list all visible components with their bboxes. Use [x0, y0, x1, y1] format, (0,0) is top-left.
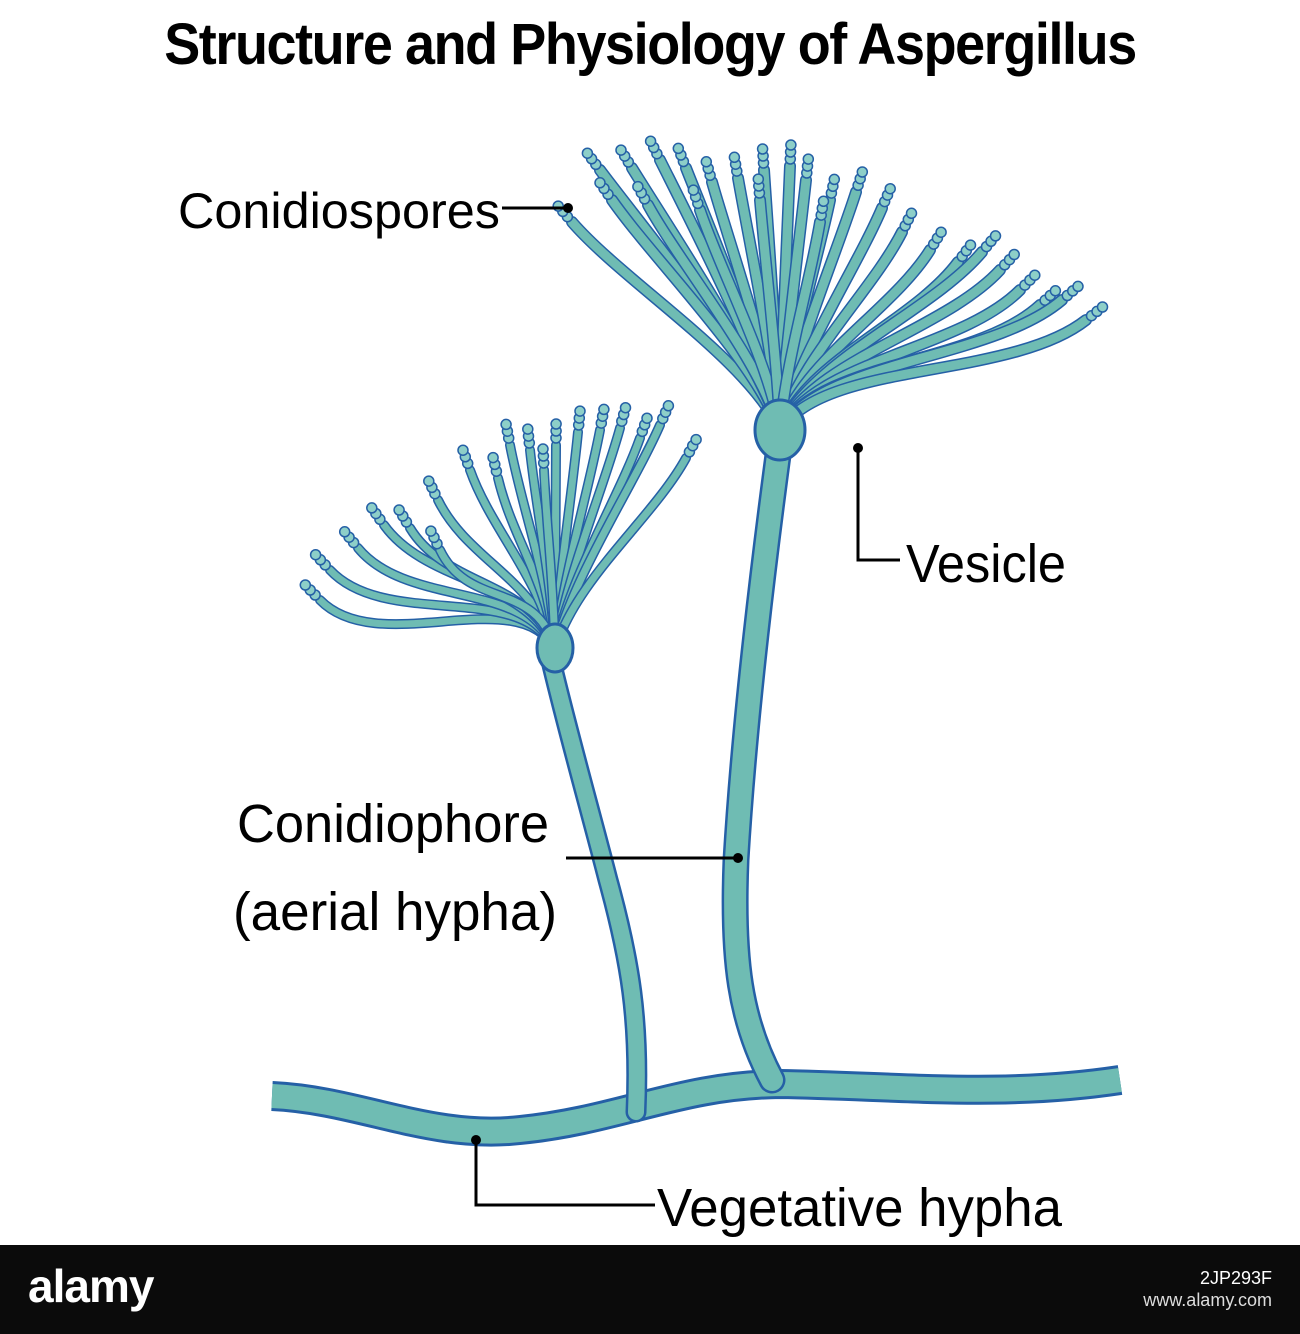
- conidiospore: [817, 195, 830, 208]
- conidiospore: [425, 525, 437, 537]
- vesicle-leader: [856, 448, 900, 562]
- conidiospore: [457, 444, 469, 456]
- vegetative-hypha-leader: [474, 1140, 655, 1207]
- label-aerial-hypha: (aerial hypha): [233, 882, 557, 942]
- conidiospore: [641, 412, 653, 424]
- conidiospore: [687, 184, 700, 196]
- conidiospore: [423, 475, 435, 487]
- conidiospore: [752, 173, 765, 185]
- conidiospore: [615, 144, 627, 156]
- conidiospore: [935, 226, 947, 238]
- label-conidiophore: Conidiophore: [237, 794, 549, 854]
- image-id-block: 2JP293F www.alamy.com: [1143, 1267, 1272, 1311]
- leader-lines: [474, 206, 900, 1207]
- conidiospores-dot: [563, 203, 573, 213]
- conidiospore: [690, 433, 702, 446]
- alamy-logo: alamy: [28, 1260, 154, 1312]
- conidiospore: [537, 443, 549, 455]
- conidiospore: [522, 423, 534, 435]
- large-head-phialide: [775, 315, 1091, 435]
- conidiospore: [756, 143, 769, 155]
- conidiospore: [905, 207, 918, 220]
- vegetative-hypha: [271, 1068, 1122, 1144]
- conidiospore: [338, 526, 351, 538]
- small-vesicle: [535, 622, 575, 674]
- stock-footer-bar: alamy 2JP293F www.alamy.com: [0, 1245, 1300, 1334]
- label-vegetative-hypha: Vegetative hypha: [657, 1178, 1063, 1238]
- conidiospore: [619, 401, 632, 414]
- leader-dots: [471, 203, 863, 1145]
- conidiospore: [700, 156, 713, 168]
- conidiospore: [1072, 280, 1084, 293]
- conidiospore: [802, 153, 815, 165]
- conidiospore: [552, 200, 564, 212]
- conidiospore: [594, 177, 606, 189]
- aspergillus-diagram: Conidiospores Vesicle Conidiophore (aeri…: [178, 135, 1123, 1238]
- conidiospore: [672, 142, 685, 155]
- label-conidiospores: Conidiospores: [178, 183, 500, 239]
- conidiospore: [728, 151, 741, 164]
- conidiospore: [598, 403, 610, 416]
- conidiospore: [500, 418, 512, 431]
- conidiospore: [828, 173, 841, 186]
- conidiospore: [581, 147, 594, 159]
- website-url: www.alamy.com: [1143, 1290, 1272, 1310]
- vesicle-dot: [853, 443, 863, 453]
- conidiospore: [964, 239, 977, 251]
- aspergillus-illustration: [271, 135, 1123, 1147]
- conidiospore: [1029, 269, 1041, 281]
- small-head-phialide: [551, 454, 690, 654]
- diagram-title: Structure and Physiology of Aspergillus: [164, 12, 1137, 77]
- conidiospore: [309, 548, 322, 561]
- conidiospore: [644, 135, 657, 147]
- conidiospore: [550, 418, 562, 430]
- conidiospore: [487, 451, 499, 464]
- small-conidiophore-stalk: [544, 657, 645, 1120]
- large-vesicle: [753, 398, 807, 462]
- conidiospore: [1008, 248, 1020, 261]
- conidiospore: [662, 400, 675, 412]
- conidiospore: [632, 180, 644, 193]
- conidiospore: [989, 230, 1002, 242]
- conidiospore: [856, 166, 869, 178]
- large-conidiophore-stalk: [724, 444, 789, 1091]
- conidiospore: [785, 139, 797, 151]
- conidiospore: [393, 504, 405, 516]
- conidiospore: [574, 405, 586, 417]
- conidiospore: [884, 182, 896, 195]
- image-id: 2JP293F: [1199, 1268, 1272, 1288]
- conidiospore: [1049, 285, 1062, 297]
- vegetative-hypha-dot: [471, 1135, 481, 1145]
- conidiospore: [366, 502, 378, 514]
- conidiophore-dot: [733, 853, 743, 863]
- conidiospore: [299, 579, 312, 591]
- conidiospore: [1096, 301, 1109, 313]
- label-vesicle: Vesicle: [906, 534, 1066, 594]
